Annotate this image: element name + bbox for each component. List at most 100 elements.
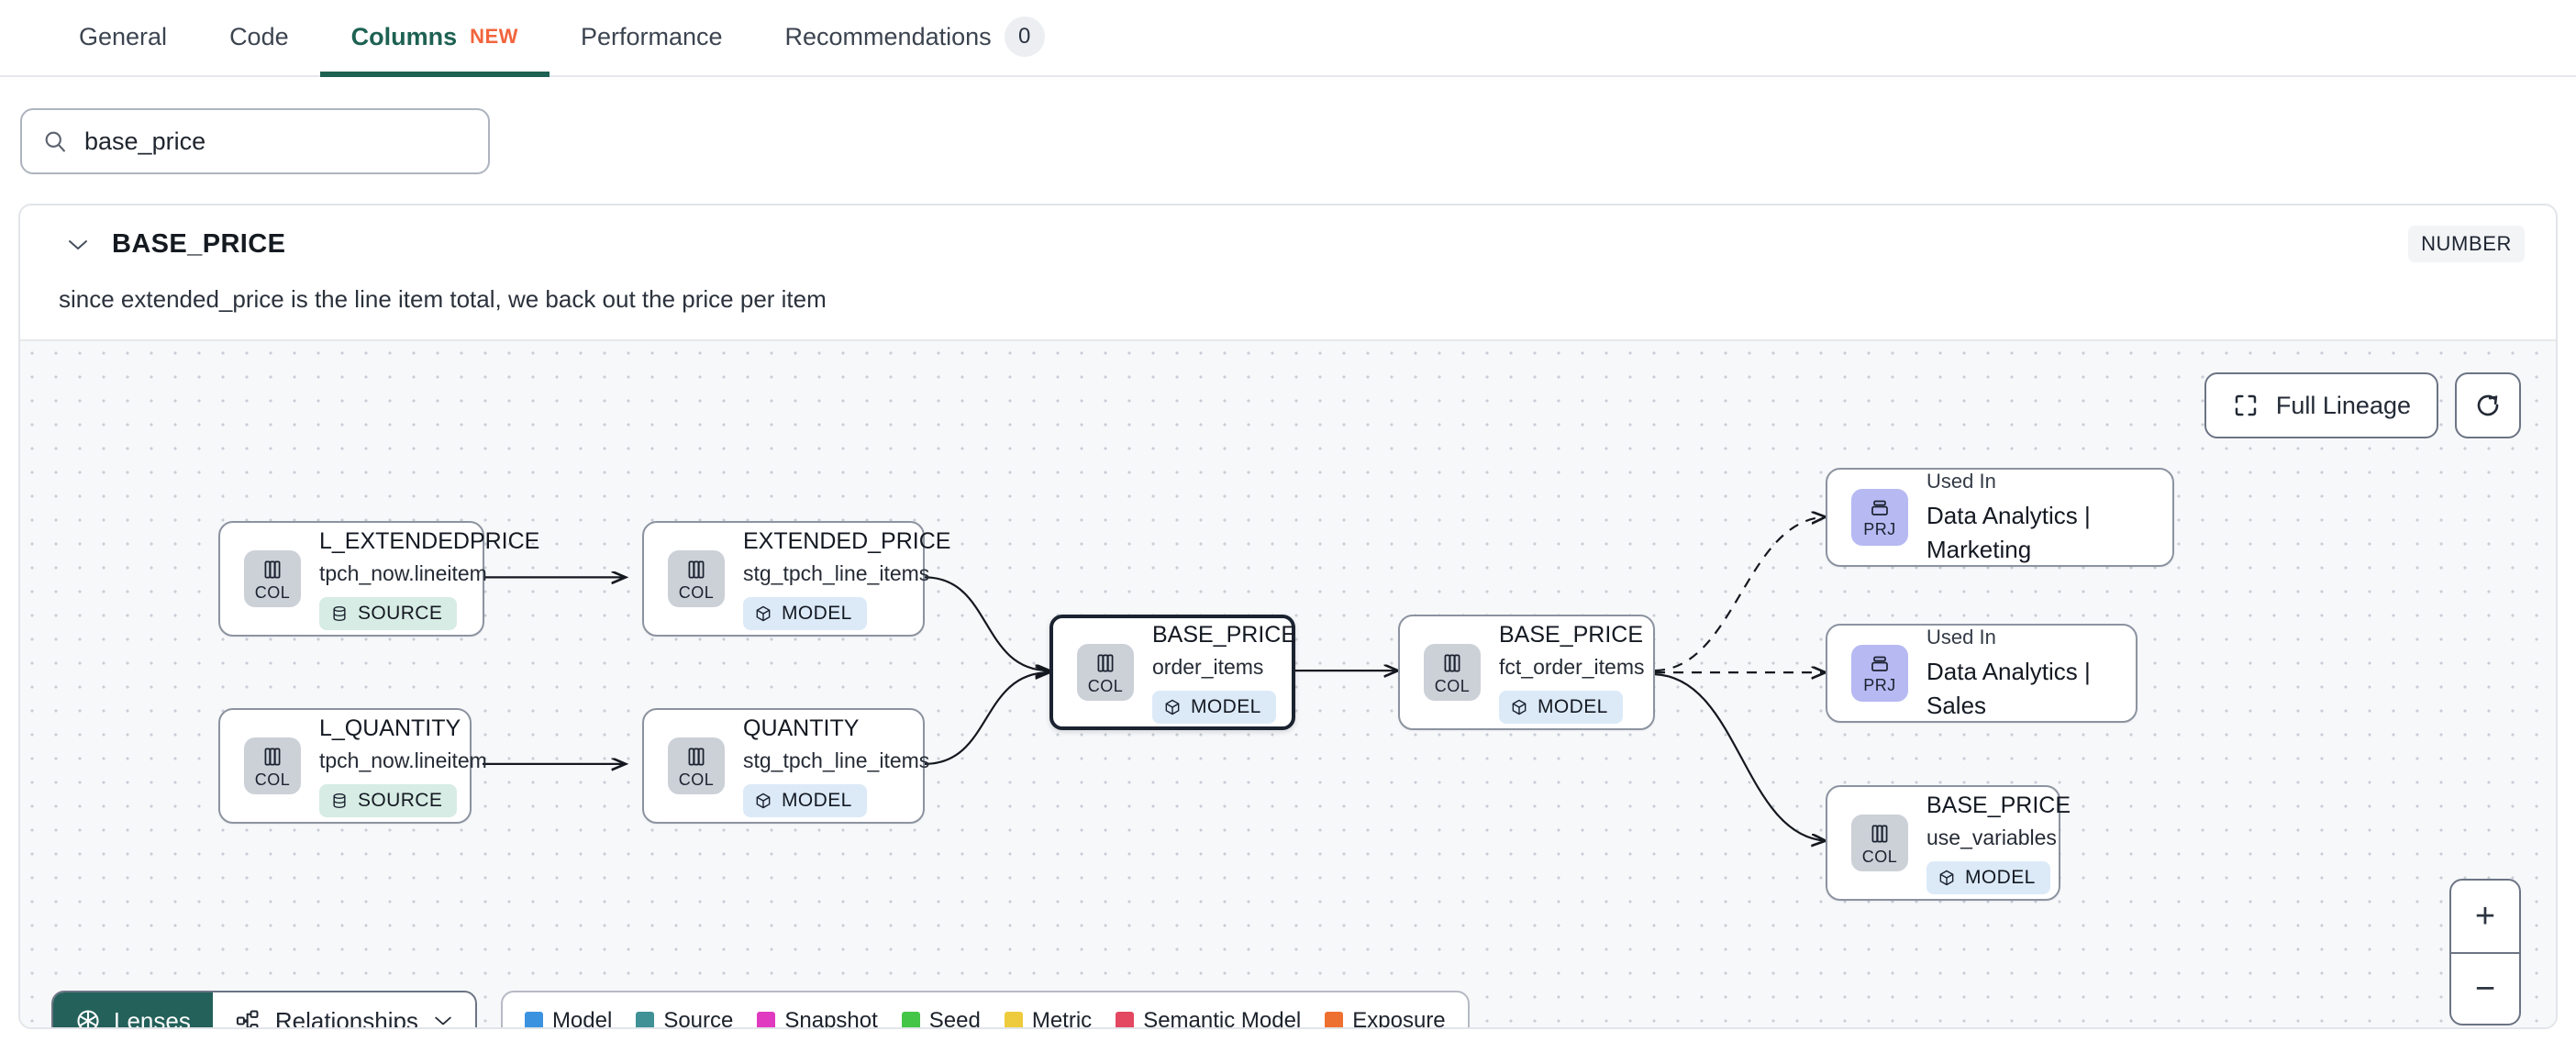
cube-icon bbox=[1939, 870, 1954, 886]
relationships-icon bbox=[235, 1008, 261, 1027]
project-icon bbox=[1871, 500, 1888, 515]
node-subtitle: tpch_now.lineitem bbox=[319, 748, 487, 772]
tab-recommendations[interactable]: Recommendations 0 bbox=[754, 0, 1076, 75]
search-icon bbox=[42, 128, 68, 154]
full-lineage-label: Full Lineage bbox=[2275, 391, 2411, 419]
col-badge: COL bbox=[1424, 644, 1481, 701]
col-badge-label: COL bbox=[254, 582, 291, 602]
node-name: L_EXTENDEDPRICE bbox=[319, 528, 540, 555]
node-subtitle: stg_tpch_line_items bbox=[743, 560, 930, 585]
legend-swatch bbox=[901, 1012, 920, 1027]
node-name: BASE_PRICE bbox=[1926, 793, 2071, 819]
column-header: BASE_PRICE NUMBER bbox=[20, 205, 2556, 262]
search-area bbox=[0, 77, 2576, 174]
tab-performance[interactable]: Performance bbox=[550, 0, 754, 75]
cube-icon bbox=[1512, 699, 1527, 715]
node-tag-label: MODEL bbox=[1538, 695, 1608, 717]
expand-icon bbox=[2232, 392, 2260, 419]
col-badge-label: COL bbox=[1087, 676, 1124, 695]
chevron-down-icon bbox=[433, 1014, 453, 1027]
lineage-node-project-marketing[interactable]: PRJ Used In Data Analytics | Marketing bbox=[1826, 468, 2174, 567]
legend-item-exposure: Exposure bbox=[1325, 1008, 1446, 1029]
lineage-node-base-price-fct-order-items[interactable]: COL BASE_PRICE fct_order_items MODEL bbox=[1398, 615, 1655, 730]
legend-label: Snapshot bbox=[784, 1008, 878, 1029]
tab-general[interactable]: General bbox=[48, 0, 198, 75]
legend-swatch bbox=[1116, 1012, 1135, 1027]
legend-label: Exposure bbox=[1352, 1008, 1446, 1029]
lineage-edges bbox=[483, 341, 2556, 1029]
lineage-node-l-extendedprice[interactable]: COL L_EXTENDEDPRICE tpch_now.lineitem SO… bbox=[218, 521, 539, 637]
column-detail-panel: BASE_PRICE NUMBER since extended_price i… bbox=[18, 204, 2558, 1029]
lineage-node-quantity[interactable]: COL QUANTITY stg_tpch_line_items MODEL bbox=[642, 708, 929, 824]
tab-columns[interactable]: Columns NEW bbox=[319, 0, 550, 77]
node-project-name: Data Analytics | Marketing bbox=[1926, 502, 2091, 563]
search-box[interactable] bbox=[20, 108, 490, 174]
tab-label: Performance bbox=[580, 22, 723, 50]
legend-swatch bbox=[1004, 1012, 1023, 1027]
prj-badge: PRJ bbox=[1851, 645, 1908, 702]
node-subtitle: fct_order_items bbox=[1499, 654, 1645, 679]
project-icon bbox=[1871, 656, 1888, 671]
node-name: EXTENDED_PRICE bbox=[743, 528, 951, 555]
tab-label: Columns bbox=[350, 22, 458, 50]
legend-label: Source bbox=[663, 1008, 734, 1029]
node-tag-model: MODEL bbox=[1152, 690, 1276, 724]
lineage-node-l-quantity[interactable]: COL L_QUANTITY tpch_now.lineitem SOURCE bbox=[218, 708, 487, 824]
tab-new-badge: NEW bbox=[470, 25, 518, 48]
graph-bottom-toolbar: Lenses Relationships bbox=[51, 991, 1470, 1029]
recommendations-count-badge: 0 bbox=[1004, 17, 1045, 57]
edge bbox=[1654, 673, 1826, 841]
edge bbox=[924, 672, 1049, 765]
prj-badge-label: PRJ bbox=[1863, 519, 1896, 538]
lineage-node-extended-price[interactable]: COL EXTENDED_PRICE stg_tpch_line_items M… bbox=[642, 521, 950, 637]
node-name: L_QUANTITY bbox=[319, 715, 461, 742]
lineage-canvas[interactable]: COL L_EXTENDEDPRICE tpch_now.lineitem SO… bbox=[20, 339, 2556, 1029]
node-subtitle: stg_tpch_line_items bbox=[743, 748, 930, 772]
database-icon bbox=[333, 793, 346, 808]
edge-dashed bbox=[1654, 517, 1826, 672]
zoom-in-button[interactable]: + bbox=[2474, 896, 2496, 936]
lenses-relationships-group: Lenses Relationships bbox=[51, 991, 477, 1029]
node-subtitle: use_variables bbox=[1926, 825, 2057, 849]
col-badge: COL bbox=[668, 550, 725, 607]
tab-label: Code bbox=[229, 22, 289, 50]
col-badge-label: COL bbox=[1861, 847, 1898, 866]
legend-label: Semantic Model bbox=[1143, 1008, 1302, 1029]
zoom-out-button[interactable]: − bbox=[2451, 952, 2519, 1024]
col-badge-label: COL bbox=[254, 770, 291, 789]
node-name: QUANTITY bbox=[743, 715, 860, 742]
tab-code[interactable]: Code bbox=[198, 0, 320, 75]
lenses-label: Lenses bbox=[114, 1006, 191, 1029]
column-description: since extended_price is the line item to… bbox=[59, 285, 827, 313]
relationships-dropdown[interactable]: Relationships bbox=[213, 992, 475, 1027]
col-badge: COL bbox=[244, 550, 301, 607]
legend-label: Metric bbox=[1031, 1008, 1093, 1029]
legend-item-snapshot: Snapshot bbox=[757, 1008, 878, 1029]
node-subtitle: tpch_now.lineitem bbox=[319, 560, 487, 585]
node-tag-source: SOURCE bbox=[319, 596, 458, 630]
node-subtitle: order_items bbox=[1152, 654, 1264, 679]
lineage-node-base-price-use-variables[interactable]: COL BASE_PRICE use_variables MODEL bbox=[1826, 785, 2071, 901]
lineage-node-base-price-order-items[interactable]: COL BASE_PRICE order_items MODEL bbox=[1049, 615, 1296, 730]
node-tag-model: MODEL bbox=[743, 596, 867, 630]
search-input[interactable] bbox=[84, 127, 468, 156]
node-project-name: Data Analytics | Sales bbox=[1926, 658, 2091, 719]
legend-item-source: Source bbox=[636, 1008, 734, 1029]
chevron-down-icon[interactable] bbox=[64, 231, 92, 259]
legend-swatch bbox=[524, 1012, 543, 1027]
refresh-button[interactable] bbox=[2455, 372, 2521, 438]
prj-badge-label: PRJ bbox=[1863, 675, 1896, 694]
lenses-button[interactable]: Lenses bbox=[53, 992, 213, 1029]
lineage-node-project-sales[interactable]: PRJ Used In Data Analytics | Sales bbox=[1826, 624, 2137, 723]
col-badge: COL bbox=[1077, 644, 1134, 701]
col-badge-label: COL bbox=[678, 582, 715, 602]
column-type-badge: NUMBER bbox=[2408, 226, 2525, 262]
cube-icon bbox=[756, 605, 771, 622]
legend-item-semantic-model: Semantic Model bbox=[1116, 1008, 1302, 1029]
node-tag-model: MODEL bbox=[1499, 690, 1623, 724]
node-tag-model: MODEL bbox=[743, 783, 867, 817]
refresh-icon bbox=[2473, 391, 2503, 420]
node-tag-label: MODEL bbox=[782, 602, 852, 624]
tab-bar: General Code Columns NEW Performance Rec… bbox=[0, 0, 2576, 77]
full-lineage-button[interactable]: Full Lineage bbox=[2204, 372, 2438, 438]
